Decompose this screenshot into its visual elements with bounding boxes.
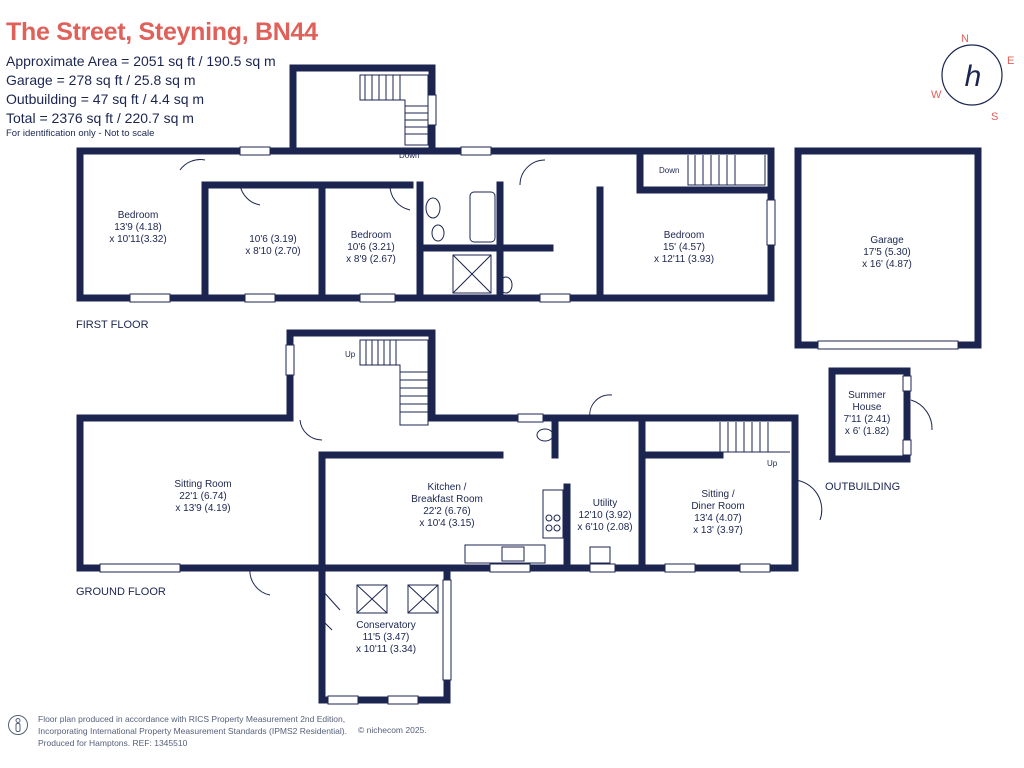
footer-notes: Floor plan produced in accordance with R… bbox=[38, 713, 347, 749]
toilet-en-suite bbox=[499, 276, 513, 294]
windows bbox=[99, 94, 959, 705]
doors bbox=[179, 159, 933, 631]
compass-east-label: E bbox=[1007, 55, 1014, 67]
person-icon bbox=[8, 715, 28, 735]
ground-floor-stair bbox=[359, 339, 429, 426]
compass-south-label: S bbox=[991, 111, 998, 120]
disclaimer-note: For identification only - Not to scale bbox=[6, 128, 155, 139]
compass-logo: h N W S E bbox=[931, 33, 1014, 120]
toilet-first-floor bbox=[431, 224, 445, 242]
footer-line-1: Floor plan produced in accordance with R… bbox=[38, 714, 346, 724]
compass-west-label: W bbox=[931, 89, 942, 101]
stair-up-label-2: Up bbox=[767, 459, 778, 468]
summer-house-outline bbox=[828, 367, 911, 463]
floor-labels: FIRST FLOOR GROUND FLOOR OUTBUILDING bbox=[76, 319, 900, 598]
first-floor-stair bbox=[359, 74, 429, 146]
basin-first-floor bbox=[425, 197, 441, 219]
fixtures bbox=[356, 191, 611, 614]
ground-floor-outline bbox=[76, 329, 799, 572]
diner-stair bbox=[719, 422, 790, 453]
compass-north-label: N bbox=[961, 33, 969, 45]
shower-tray bbox=[452, 254, 492, 294]
skylight-left bbox=[356, 584, 388, 614]
utility-sink bbox=[589, 546, 611, 564]
bath bbox=[469, 191, 496, 243]
stair-down-label-2: Down bbox=[659, 166, 679, 175]
first-floor-label: FIRST FLOOR bbox=[76, 319, 149, 331]
outbuilding-label: OUTBUILDING bbox=[825, 481, 900, 493]
footer-line-2: Incorporating International Property Mea… bbox=[38, 726, 347, 736]
footer-line-3: Produced for Hamptons. REF: 1345510 bbox=[38, 738, 188, 748]
skylight-right bbox=[407, 584, 439, 614]
hob bbox=[542, 489, 564, 539]
first-floor-landing-wall bbox=[289, 64, 436, 155]
stair-labels: Down Down Up Up bbox=[345, 151, 778, 468]
walls bbox=[76, 64, 982, 704]
area-line-outbuilding: Outbuilding = 47 sq ft / 4.4 sq m bbox=[6, 91, 205, 107]
ground-floor-label: GROUND FLOOR bbox=[76, 586, 166, 598]
stair-down-label-1: Down bbox=[399, 151, 419, 160]
compass-logo-letter: h bbox=[965, 60, 982, 93]
kitchen-counter bbox=[464, 544, 546, 564]
small-room-label: 10'6 (3.19)x 8'10 (2.70) bbox=[245, 234, 300, 257]
area-line-approximate: Approximate Area = 2051 sq ft / 190.5 sq… bbox=[6, 53, 276, 69]
kitchen-sink bbox=[501, 546, 525, 562]
copyright-notice: © nichecom 2025. bbox=[358, 725, 427, 735]
page-title: The Street, Steyning, BN44 bbox=[6, 18, 318, 46]
stair-up-label-1: Up bbox=[345, 350, 356, 359]
compass-ring bbox=[941, 44, 1003, 106]
staircases bbox=[359, 74, 790, 453]
area-summary: Approximate Area = 2051 sq ft / 190.5 sq… bbox=[6, 52, 276, 128]
toilet-ground-floor bbox=[536, 428, 554, 442]
area-line-garage: Garage = 278 sq ft / 25.8 sq m bbox=[6, 72, 196, 88]
area-line-total: Total = 2376 sq ft / 220.7 sq m bbox=[6, 110, 194, 126]
